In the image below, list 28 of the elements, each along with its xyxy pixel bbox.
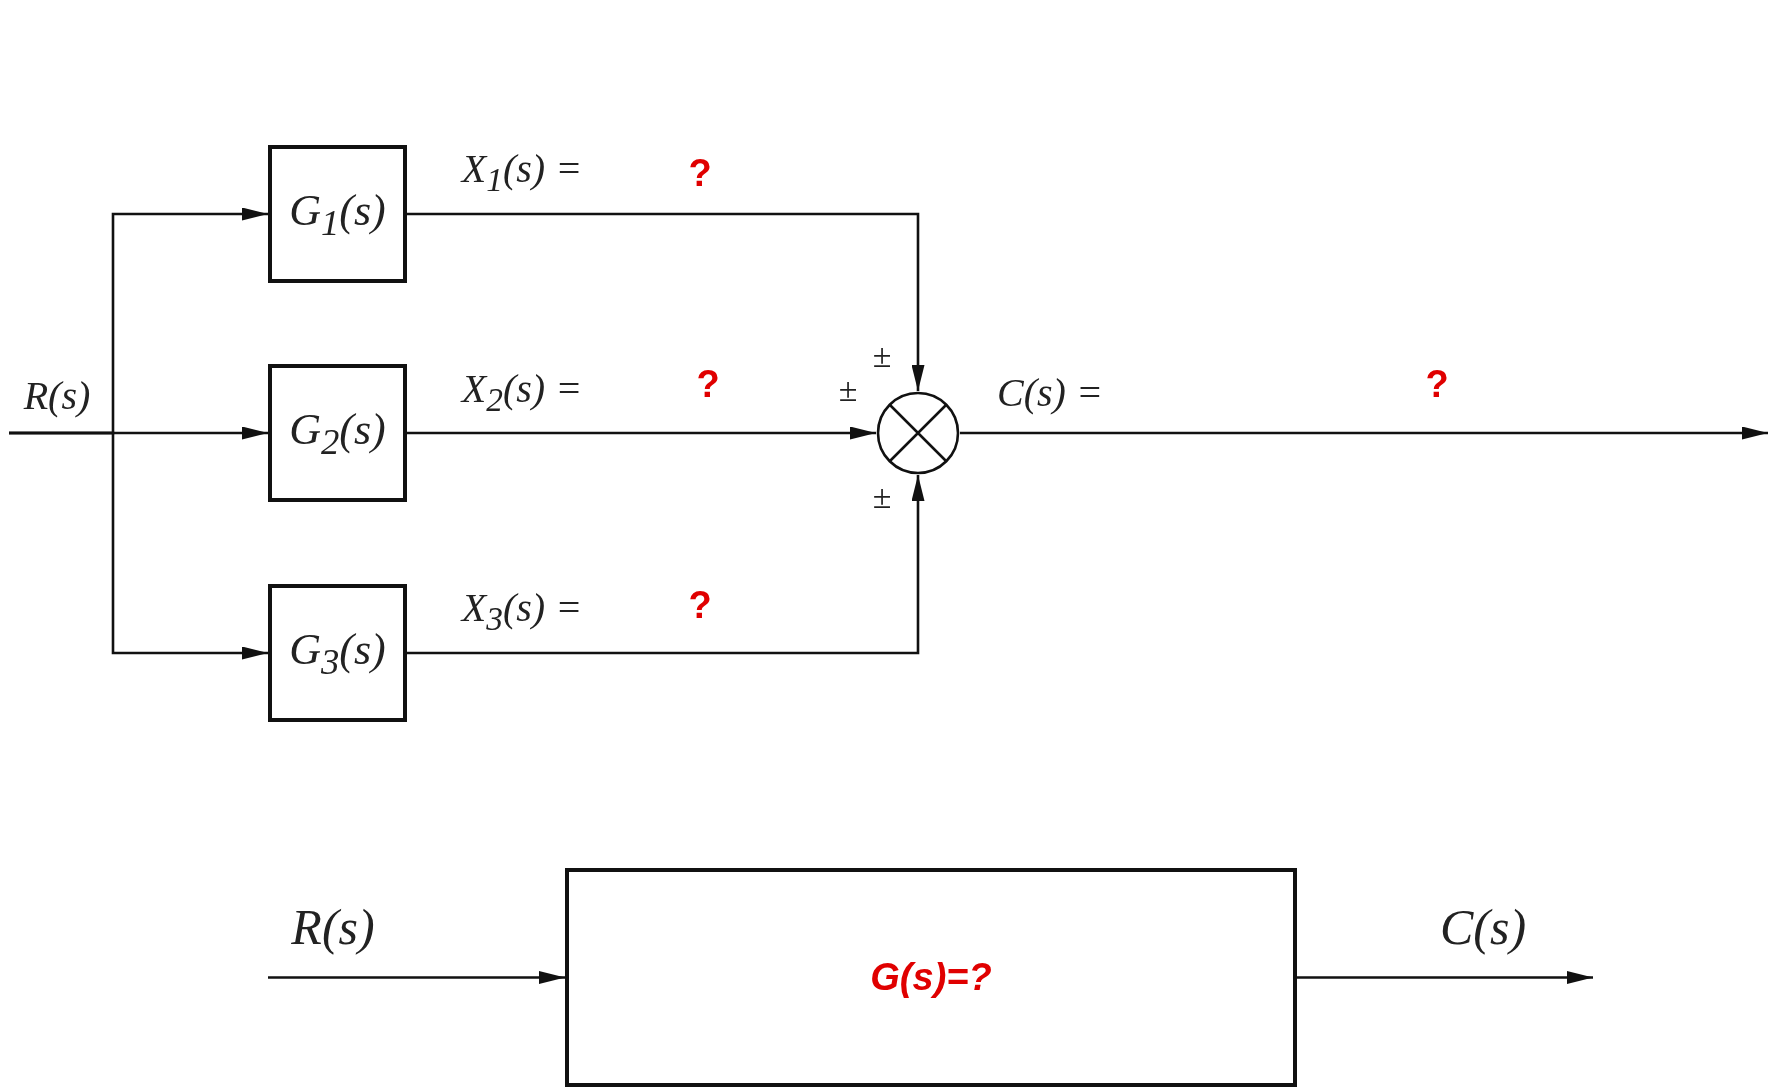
arrow — [407, 426, 876, 440]
question-mark: ? — [688, 154, 712, 192]
block-label: G$_{1}$(s) — [289, 184, 386, 244]
arrow — [407, 212, 925, 391]
arrow — [9, 431, 268, 660]
signal-label: X$_{3}$(s) = — [461, 588, 583, 636]
signal-label: X$_{2}$(s) = — [461, 369, 583, 417]
signal-label: C(s) = — [997, 373, 1103, 413]
transfer-function-text: G(s)=? — [870, 956, 992, 999]
block-label: G$_{2}$(s) — [289, 403, 386, 463]
block-box — [565, 868, 1297, 1087]
sign-label: ± — [838, 373, 858, 407]
question-mark: ? — [696, 365, 720, 403]
signal-label: R(s) — [23, 376, 91, 416]
question-mark: ? — [1425, 365, 1449, 403]
sign-label: ± — [872, 339, 892, 373]
signal-label: X$_{1}$(s) = — [461, 149, 583, 197]
block-box — [268, 364, 407, 502]
block-label: G$_{3}$(s) — [289, 623, 386, 683]
sign-label: ± — [872, 480, 892, 514]
arrow — [407, 475, 925, 655]
arrow — [960, 426, 1768, 440]
block-box — [268, 584, 407, 722]
block-box — [268, 145, 407, 283]
question-mark: ? — [688, 586, 712, 624]
arrow — [1297, 971, 1593, 984]
arrow — [268, 971, 565, 984]
summing-junction — [876, 391, 960, 475]
